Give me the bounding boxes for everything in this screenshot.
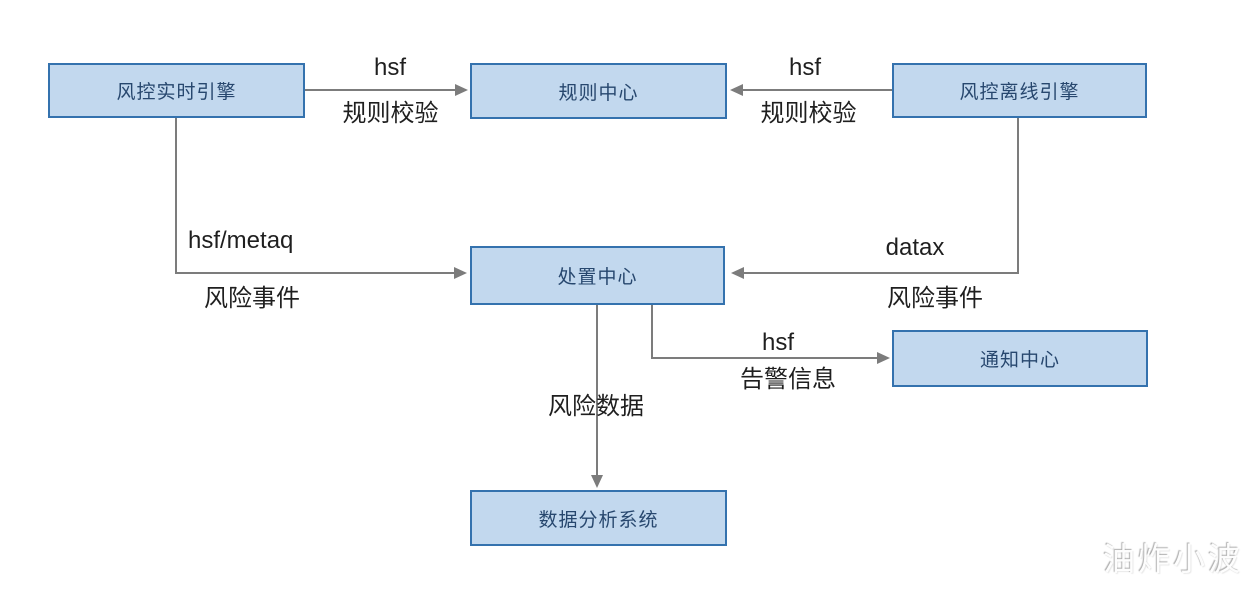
edge-offline-to-disposal xyxy=(731,118,1019,279)
edge-label-realtime-disposal-payload: 风险事件 xyxy=(204,285,300,312)
node-notify-center: 通知中心 xyxy=(892,330,1148,387)
node-data-analysis: 数据分析系统 xyxy=(470,490,727,546)
edge-label-offline-disposal-payload: 风险事件 xyxy=(887,285,983,312)
node-offline-engine: 风控离线引擎 xyxy=(892,63,1147,118)
edge-label-offline-rule-payload: 规则校验 xyxy=(760,100,857,127)
edge-label-disposal-notify-payload: 告警信息 xyxy=(740,366,836,393)
edge-label-realtime-rule-protocol: hsf xyxy=(373,54,406,81)
edge-offline-to-rule xyxy=(730,84,892,96)
node-rule-center: 规则中心 xyxy=(470,63,727,119)
node-realtime-engine: 风控实时引擎 xyxy=(48,63,305,118)
edge-disposal-to-analysis xyxy=(591,305,603,488)
node-rule-center-label: 规则中心 xyxy=(558,82,639,104)
edge-label-offline-rule-protocol: hsf xyxy=(788,54,821,81)
edge-label-disposal-notify-protocol: hsf xyxy=(761,329,794,356)
edge-realtime-to-rule xyxy=(305,84,468,96)
node-offline-engine-label: 风控离线引擎 xyxy=(959,82,1080,103)
edge-disposal-to-notify xyxy=(651,305,890,364)
node-data-analysis-label: 数据分析系统 xyxy=(538,509,659,531)
node-disposal-center: 处置中心 xyxy=(470,246,725,305)
edge-label-realtime-rule-payload: 规则校验 xyxy=(342,100,439,127)
node-disposal-center-label: 处置中心 xyxy=(557,267,638,288)
node-notify-center-label: 通知中心 xyxy=(979,350,1060,371)
edge-label-offline-disposal-protocol: datax xyxy=(885,234,945,261)
node-realtime-engine-label: 风控实时引擎 xyxy=(116,82,237,103)
edge-realtime-to-disposal xyxy=(175,118,467,279)
watermark: 油炸小波 xyxy=(1102,541,1243,577)
edge-label-disposal-analysis-payload: 风险数据 xyxy=(548,393,644,420)
edge-label-realtime-disposal-protocol: hsf/metaq xyxy=(188,227,294,254)
